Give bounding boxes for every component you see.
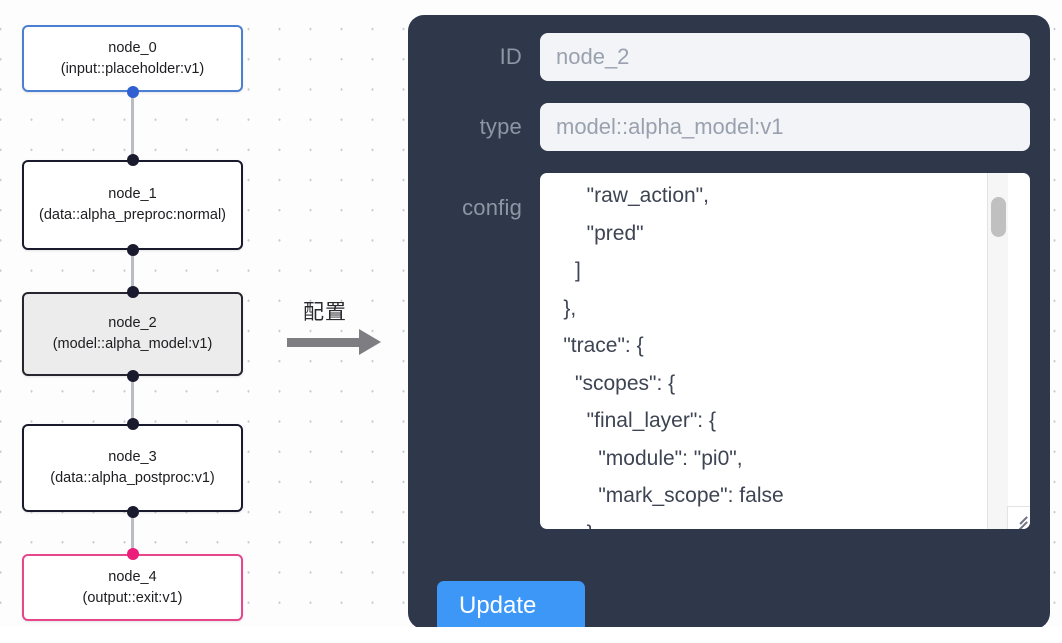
type-field-label: type [479,114,522,139]
annotation-arrow-group: 配置 [287,296,392,361]
edge-node2-node3 [131,376,134,420]
graph-node-title: node_1 [108,186,157,202]
node_1-output-port[interactable] [126,244,139,256]
id-field-row: ID [428,33,1030,81]
graph-node-subtitle: (data::alpha_preproc:normal) [39,207,226,223]
node-properties-panel: ID type config "raw_action", "pred" ] },… [408,15,1050,629]
graph-node-node_2[interactable]: node_2 (model::alpha_model:v1) [22,292,243,376]
graph-node-node_1[interactable]: node_1 (data::alpha_preproc:normal) [22,160,243,250]
graph-node-subtitle: (data::alpha_postproc:v1) [50,470,215,486]
node_2-input-port[interactable] [126,286,139,298]
type-field-row: type [428,103,1030,151]
arrow-head-icon [359,329,381,355]
config-field-label: config [462,195,522,220]
config-scrollbar-thumb[interactable] [991,197,1006,237]
config-field-row: config "raw_action", "pred" ] }, "trace"… [428,173,1030,529]
graph-node-subtitle: (model::alpha_model:v1) [52,336,213,352]
graph-node-title: node_3 [108,449,157,465]
edge-node3-node4 [131,512,134,554]
graph-node-title: node_0 [108,39,157,56]
node_2-output-port[interactable] [126,370,139,382]
flow-graph-canvas[interactable]: node_0 (input::placeholder:v1) node_1 (d… [0,0,400,643]
id-field-label: ID [499,44,522,69]
annotation-caption: 配置 [303,300,347,324]
config-scrollbar[interactable] [987,173,1008,529]
node_4-input-port[interactable] [126,548,139,560]
graph-node-subtitle: (output::exit:v1) [82,589,183,606]
graph-node-node_3[interactable]: node_3 (data::alpha_postproc:v1) [22,424,243,512]
edge-node0-node1 [131,92,134,155]
arrow-right-icon [287,338,361,347]
node_3-input-port[interactable] [126,418,139,430]
node_1-input-port[interactable] [126,154,139,166]
resize-handle-icon[interactable] [1010,509,1028,529]
node_3-output-port[interactable] [126,506,139,518]
config-textarea[interactable]: "raw_action", "pred" ] }, "trace": { "sc… [563,184,784,529]
graph-node-title: node_2 [108,315,157,331]
node_0-output-port[interactable] [126,86,139,98]
graph-node-title: node_4 [108,568,157,585]
update-button[interactable]: Update [437,581,585,629]
page-bottom-strip [0,627,1062,643]
config-textarea-shell[interactable]: "raw_action", "pred" ] }, "trace": { "sc… [540,173,1030,529]
id-input[interactable] [540,33,1030,81]
edge-node1-node2 [131,250,134,292]
graph-node-node_0[interactable]: node_0 (input::placeholder:v1) [22,25,243,92]
graph-node-node_4[interactable]: node_4 (output::exit:v1) [22,554,243,621]
graph-node-subtitle: (input::placeholder:v1) [60,60,205,77]
type-input[interactable] [540,103,1030,151]
